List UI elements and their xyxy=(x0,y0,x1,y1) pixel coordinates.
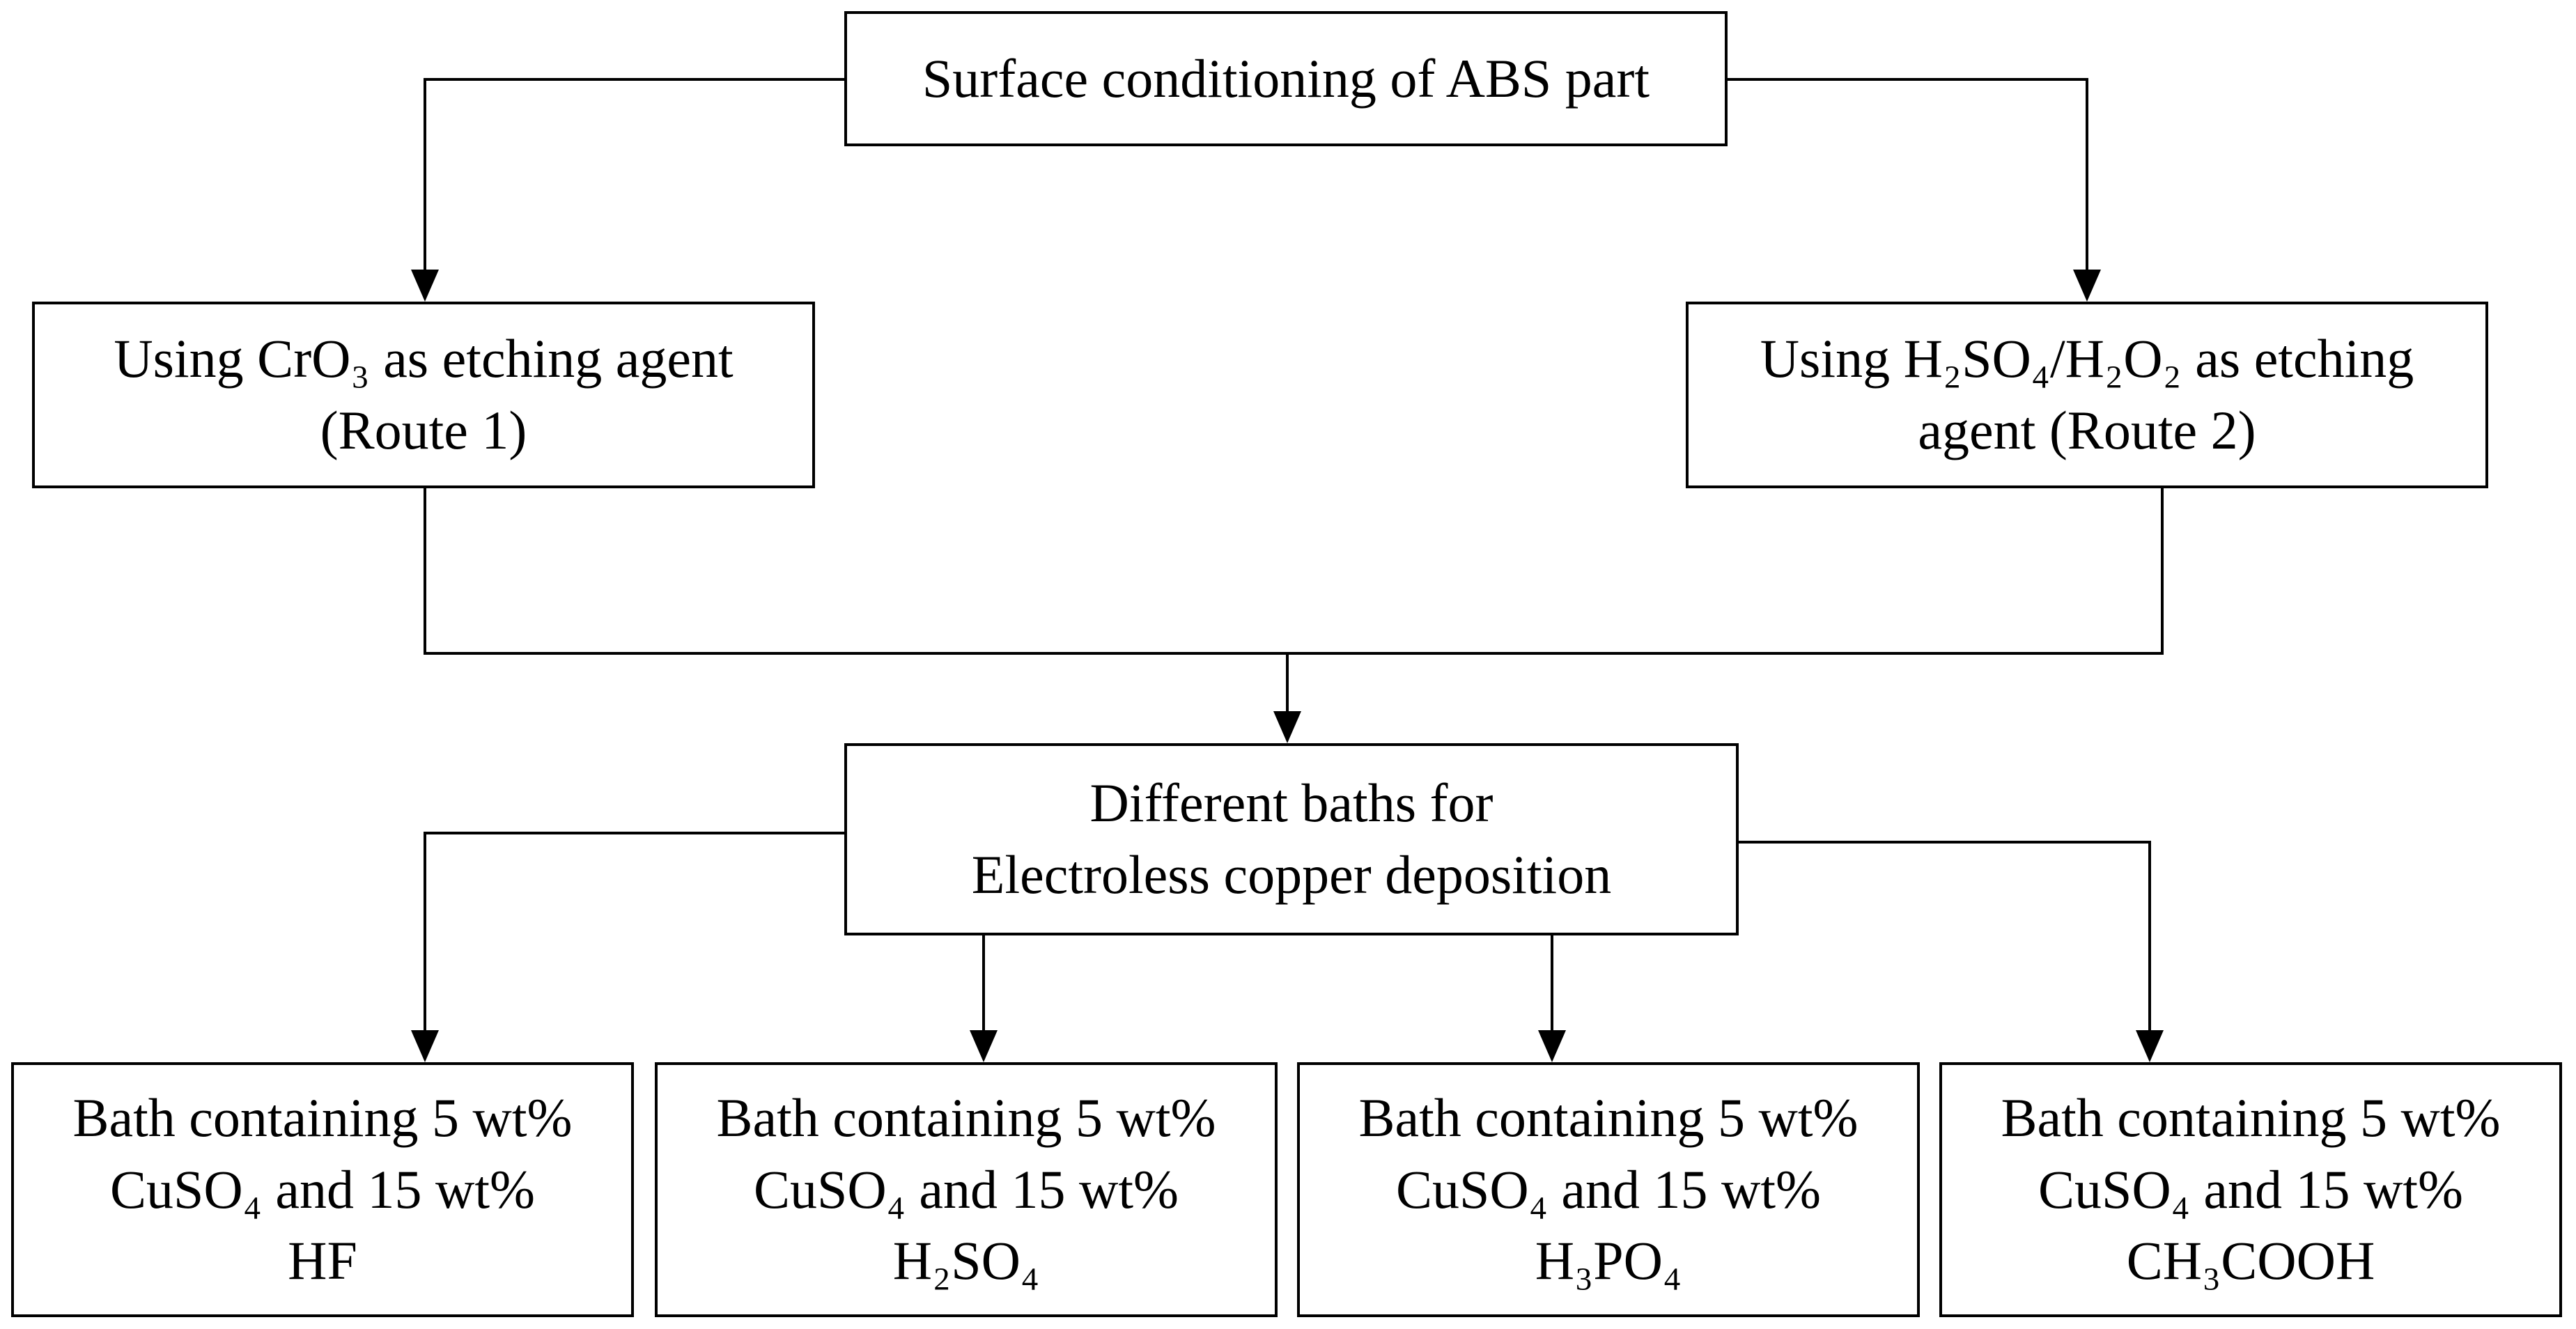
node-label-line: Electroless copper deposition xyxy=(971,844,1612,905)
node-label-line: CuSO₄ and 15 wt% xyxy=(1395,1158,1822,1220)
connector-baths-to-ch3cooh xyxy=(1739,841,2151,1032)
arrowhead-bath-h3po4 xyxy=(1538,1030,1566,1062)
node-label-line: CuSO₄ and 15 wt% xyxy=(2038,1158,2464,1220)
connector-top-to-route2 xyxy=(1728,78,2088,272)
node-label-line: agent (Route 2) xyxy=(1918,400,2256,460)
node-label-line: (Route 1) xyxy=(320,400,527,460)
connector-baths-to-hf xyxy=(424,832,844,1032)
node-label-line: Bath containing 5 wt% xyxy=(72,1087,573,1148)
arrowhead-route1 xyxy=(411,270,439,302)
node-bath-h2so4: Bath containing 5 wt% CuSO₄ and 15 wt% H… xyxy=(655,1062,1278,1317)
arrowhead-route2 xyxy=(2073,270,2101,302)
node-route-2: Using H₂SO₄/H₂O₂ as etching agent (Route… xyxy=(1686,302,2488,488)
arrowhead-bath-h2so4 xyxy=(970,1030,998,1062)
connector-top-to-route1 xyxy=(424,78,844,272)
node-label-line: Using CrO₃ as etching agent xyxy=(114,328,734,389)
node-label-line: CH₃COOH xyxy=(2126,1230,2375,1291)
node-label-line: Bath containing 5 wt% xyxy=(2001,1087,2501,1148)
node-bath-hf: Bath containing 5 wt% CuSO₄ and 15 wt% H… xyxy=(11,1062,634,1317)
node-label-line: Surface conditioning of ABS part xyxy=(922,47,1650,109)
node-different-baths: Different baths for Electroless copper d… xyxy=(844,743,1739,935)
node-route-1: Using CrO₃ as etching agent (Route 1) xyxy=(32,302,815,488)
node-label-line: HF xyxy=(288,1230,357,1291)
node-label-line: Using H₂SO₄/H₂O₂ as etching xyxy=(1760,328,2414,389)
node-bath-h3po4: Bath containing 5 wt% CuSO₄ and 15 wt% H… xyxy=(1297,1062,1920,1317)
node-label-line: Bath containing 5 wt% xyxy=(716,1087,1216,1148)
node-label-line: H₃PO₄ xyxy=(1535,1230,1682,1291)
node-label-line: CuSO₄ and 15 wt% xyxy=(109,1158,536,1220)
arrowhead-bath-ch3cooh xyxy=(2136,1030,2164,1062)
node-bath-ch3cooh: Bath containing 5 wt% CuSO₄ and 15 wt% C… xyxy=(1939,1062,2562,1317)
node-label-line: Different baths for xyxy=(1089,772,1493,834)
node-surface-conditioning: Surface conditioning of ABS part xyxy=(844,11,1728,146)
arrowhead-baths xyxy=(1273,711,1301,743)
arrowhead-bath-hf xyxy=(411,1030,439,1062)
node-label-line: CuSO₄ and 15 wt% xyxy=(753,1158,1179,1220)
node-label-line: Bath containing 5 wt% xyxy=(1358,1087,1859,1148)
node-label-line: H₂SO₄ xyxy=(892,1230,1040,1291)
connector-route1-merge xyxy=(424,488,2164,655)
